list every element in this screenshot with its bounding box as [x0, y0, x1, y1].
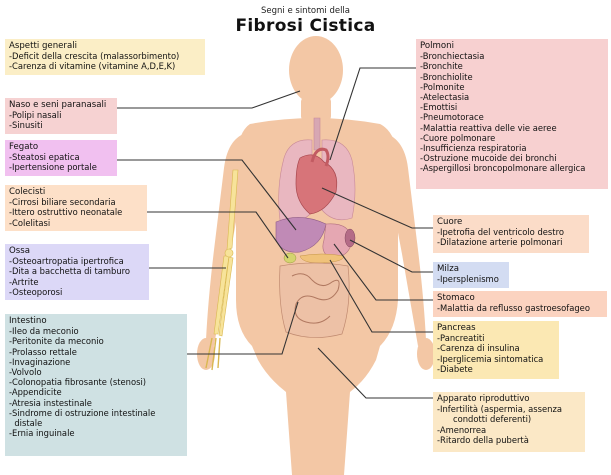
- panel-lungs-item: -Insufficienza respiratoria: [420, 143, 604, 153]
- panel-spleen-title: Milza: [437, 264, 505, 274]
- panel-pancreas-item: -Pancreatiti: [437, 333, 555, 343]
- panel-bones-item: -Osteoartropatia ipertrofica: [9, 256, 145, 266]
- panel-bones-item: -Dita a bacchetta di tamburo: [9, 266, 145, 276]
- panel-heart-item: -Ipetrofia del ventricolo destro: [437, 227, 585, 237]
- panel-liver-title: Fegato: [9, 142, 113, 152]
- panel-intestine: Intestino -Ileo da meconio -Peritonite d…: [5, 314, 187, 456]
- spleen-shape: [345, 229, 355, 247]
- panel-bones-title: Ossa: [9, 246, 145, 256]
- panel-stomach-item: -Malattia da reflusso gastroesofageo: [437, 303, 603, 313]
- panel-nose-title: Naso e seni paranasali: [9, 100, 113, 110]
- panel-lungs-item: -Aspergillosi broncopolmonare allergica: [420, 163, 604, 173]
- elbow-joint: [225, 249, 233, 257]
- panel-reproductive-item: -Amenorrea: [437, 425, 581, 435]
- panel-stomach-title: Stomaco: [437, 293, 603, 303]
- panel-intestine-item: -Ileo da meconio: [9, 326, 183, 336]
- panel-pancreas-title: Pancreas: [437, 323, 555, 333]
- panel-pancreas-item: -Diabete: [437, 364, 555, 374]
- panel-nose-item: -Polipi nasali: [9, 110, 113, 120]
- panel-gallbladder-item: -Ittero ostruttivo neonatale: [9, 207, 143, 217]
- panel-liver-item: -Steatosi epatica: [9, 152, 113, 162]
- panel-bones: Ossa -Osteoartropatia ipertrofica -Dita …: [5, 244, 149, 300]
- panel-lungs-item: -Emottisi: [420, 102, 604, 112]
- panel-lungs-item: -Cuore polmonare: [420, 133, 604, 143]
- panel-intestine-item: -Ernia inguinale: [9, 428, 183, 438]
- panel-reproductive-item: -Infertilità (aspermia, assenza: [437, 404, 581, 414]
- trachea-shape: [314, 118, 320, 150]
- panel-reproductive-item: -Ritardo della pubertà: [437, 435, 581, 445]
- panel-lungs: Polmoni -Bronchiectasia -Bronchite -Bron…: [416, 39, 608, 189]
- panel-nose: Naso e seni paranasali -Polipi nasali -S…: [5, 98, 117, 134]
- panel-intestine-item: -Sindrome di ostruzione intestinale: [9, 408, 183, 418]
- panel-intestine-item: -Appendicite: [9, 387, 183, 397]
- panel-lungs-title: Polmoni: [420, 41, 604, 51]
- panel-reproductive: Apparato riproduttivo -Infertilità (aspe…: [433, 392, 585, 452]
- panel-liver-item: -Ipertensione portale: [9, 162, 113, 172]
- connector-nose: [117, 91, 300, 108]
- panel-general-item: -Deficit della crescita (malassorbimento…: [9, 51, 201, 61]
- panel-intestine-item: -Volvolo: [9, 367, 183, 377]
- panel-intestine-item: -Prolasso rettale: [9, 347, 183, 357]
- panel-reproductive-item: condotti deferenti): [437, 414, 581, 424]
- panel-gallbladder-item: -Cirrosi biliare secondaria: [9, 197, 143, 207]
- panel-bones-item: -Artrite: [9, 277, 145, 287]
- panel-stomach: Stomaco -Malattia da reflusso gastroesof…: [433, 291, 607, 317]
- panel-gallbladder: Colecisti -Cirrosi biliare secondaria -I…: [5, 185, 147, 231]
- panel-intestine-item: -Colonopatia fibrosante (stenosi): [9, 377, 183, 387]
- panel-lungs-item: -Pneumotorace: [420, 112, 604, 122]
- panel-reproductive-title: Apparato riproduttivo: [437, 394, 581, 404]
- panel-pancreas-item: -Iperglicemia sintomatica: [437, 354, 555, 364]
- panel-gallbladder-item: -Colelitasi: [9, 218, 143, 228]
- panel-spleen-item: -Ipersplenismo: [437, 274, 505, 284]
- panel-heart-title: Cuore: [437, 217, 585, 227]
- panel-intestine-item: -Atresia instestinale: [9, 398, 183, 408]
- panel-intestine-title: Intestino: [9, 316, 183, 326]
- panel-bones-item: -Osteoporosi: [9, 287, 145, 297]
- panel-general-item: -Carenza di vitamine (vitamine A,D,E,K): [9, 61, 201, 71]
- panel-nose-item: -Sinusiti: [9, 120, 113, 130]
- panel-lungs-item: -Polmonite: [420, 82, 604, 92]
- panel-lungs-item: -Atelectasia: [420, 92, 604, 102]
- panel-intestine-item: -Peritonite da meconio: [9, 336, 183, 346]
- panel-pancreas-item: -Carenza di insulina: [437, 343, 555, 353]
- panel-liver: Fegato -Steatosi epatica -Ipertensione p…: [5, 140, 117, 176]
- panel-lungs-item: -Bronchiectasia: [420, 51, 604, 61]
- panel-general: Aspetti generali -Deficit della crescita…: [5, 39, 205, 75]
- panel-heart: Cuore -Ipetrofia del ventricolo destro -…: [433, 215, 589, 253]
- panel-lungs-item: -Malattia reattiva delle vie aeree: [420, 123, 604, 133]
- panel-pancreas: Pancreas -Pancreatiti -Carenza di insuli…: [433, 321, 559, 379]
- head-shape: [289, 36, 343, 104]
- panel-gallbladder-title: Colecisti: [9, 187, 143, 197]
- panel-intestine-item: distale: [9, 418, 183, 428]
- panel-lungs-item: -Ostruzione mucoide dei bronchi: [420, 153, 604, 163]
- panel-intestine-item: -Invaginazione: [9, 357, 183, 367]
- panel-heart-item: -Dilatazione arterie polmonari: [437, 237, 585, 247]
- panel-general-title: Aspetti generali: [9, 41, 201, 51]
- panel-lungs-item: -Bronchiolite: [420, 72, 604, 82]
- panel-lungs-item: -Bronchite: [420, 61, 604, 71]
- panel-spleen: Milza -Ipersplenismo: [433, 262, 509, 288]
